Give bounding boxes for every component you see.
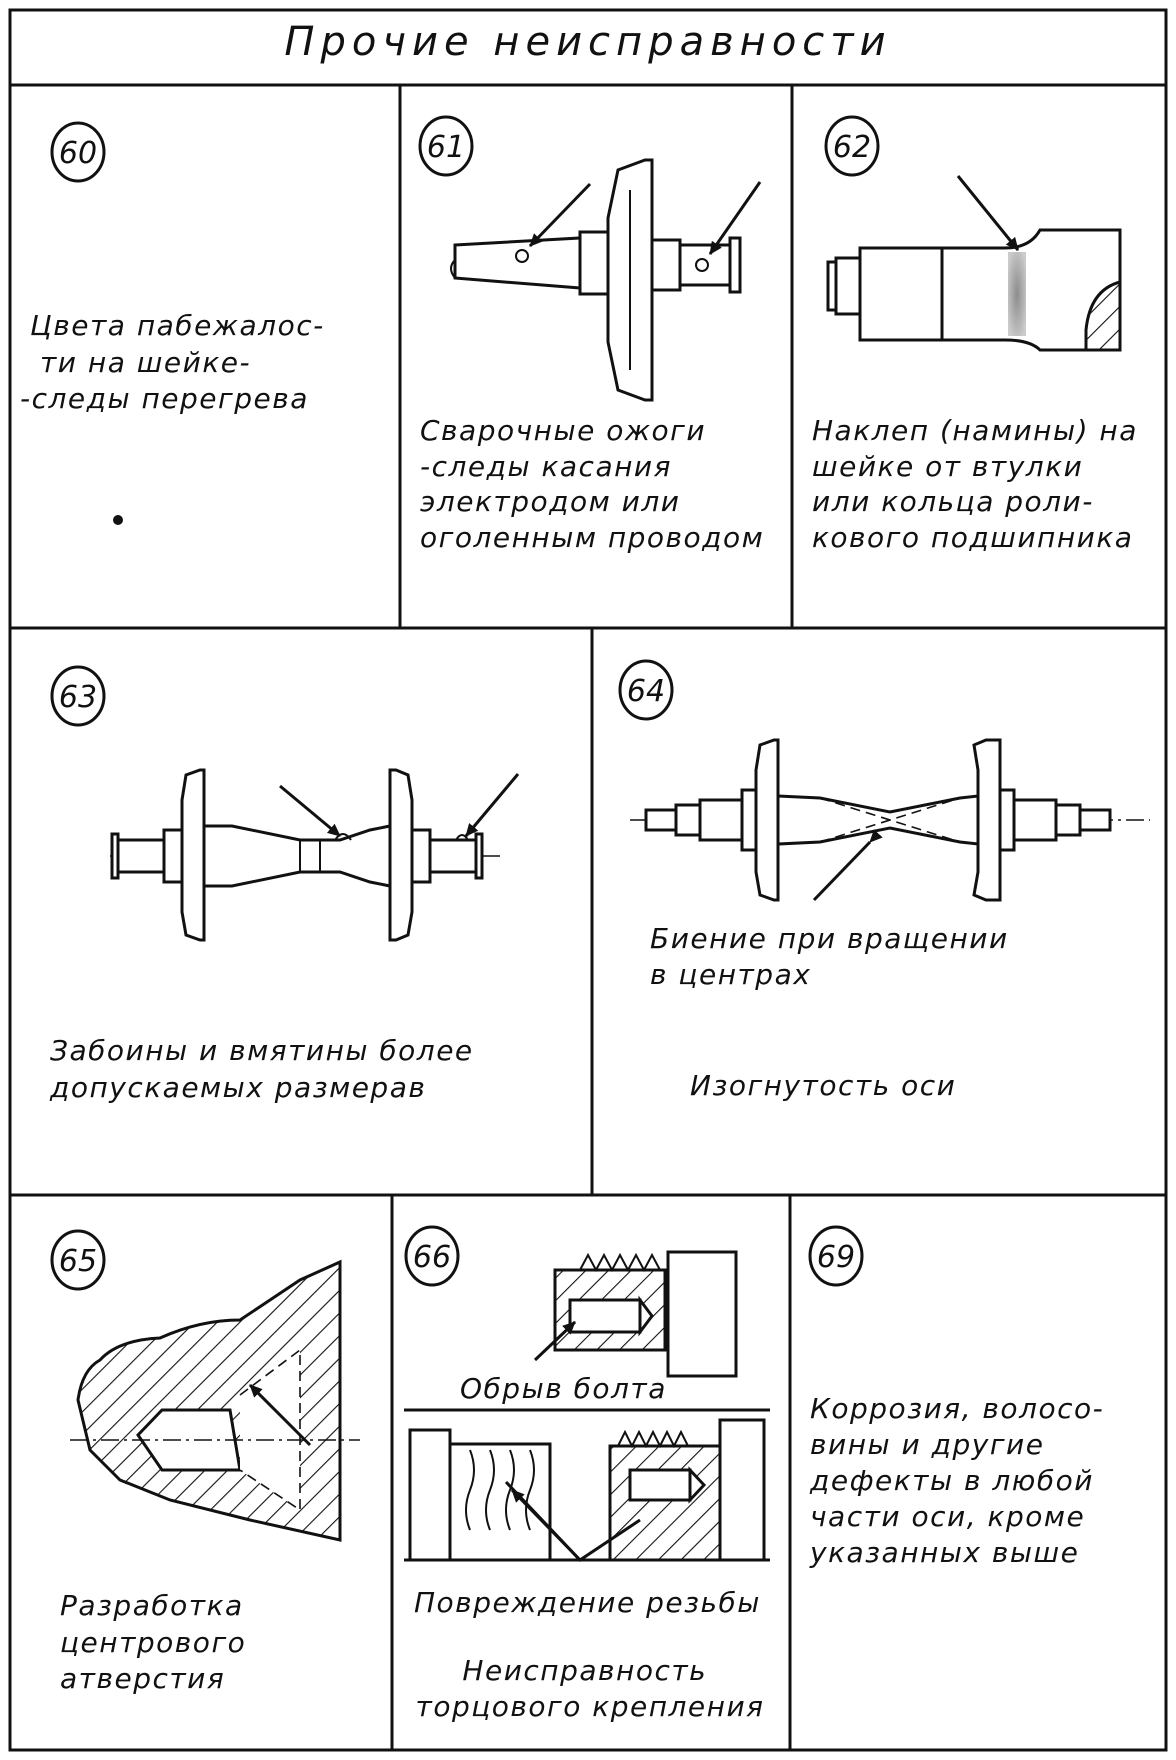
defect-number-badge xyxy=(50,665,106,727)
panel-65: 65 Разработка центрового атверстия xyxy=(50,1229,360,1695)
defect-number: 69 xyxy=(817,1240,855,1275)
defect-caption: Забоины и вмятины более допускаемых разм… xyxy=(49,1034,484,1104)
defect-number: 63 xyxy=(59,680,97,715)
thread-damage-note: Повреждение резьбы xyxy=(414,1586,761,1619)
panel-60: 60 Цвета пабежалос- ти на шейке- -следы … xyxy=(20,121,335,525)
panel-62: 62 Наклеп (намины) на шейке от втулки ил… xyxy=(812,115,1148,554)
defect-number-badge xyxy=(824,115,880,177)
defect-number: 66 xyxy=(413,1240,451,1275)
panel-63: 63 Забоины и вмятины более допускаемых р… xyxy=(49,665,520,1104)
page-title: Прочие неисправности xyxy=(284,19,891,65)
defect-number: 61 xyxy=(427,130,465,165)
panel-66: 66 Обрыв болта Повреждение xyxy=(404,1225,770,1723)
table-grid xyxy=(8,8,1168,1752)
wheelset-notch-diagram xyxy=(110,768,520,942)
broken-bolt-diagram xyxy=(533,1250,738,1378)
defect-caption: Цвета пабежалос- ти на шейке- -следы пер… xyxy=(20,309,335,415)
center-hole-wear-diagram xyxy=(70,1259,360,1542)
roller-bearing-dent-diagram xyxy=(826,175,1122,352)
defect-number: 62 xyxy=(833,130,871,165)
defect-number-badge xyxy=(50,121,106,183)
thread-damage-diagram xyxy=(404,1408,770,1562)
defect-number-badge xyxy=(50,1229,106,1291)
defect-number: 60 xyxy=(59,136,97,171)
panel-69: 69 Коррозия, волосо- вины и другие дефек… xyxy=(808,1225,1115,1569)
defect-number-badge xyxy=(404,1225,460,1287)
defect-number: 65 xyxy=(59,1244,97,1279)
defect-number: 64 xyxy=(627,674,665,709)
defect-caption: Коррозия, волосо- вины и другие дефекты … xyxy=(809,1392,1115,1569)
defect-caption: Изогнутость оси xyxy=(690,1069,956,1102)
panel-64: 64 Биение при вращении в центрах Изогнут… xyxy=(618,659,1150,1102)
ink-spot xyxy=(113,515,123,525)
defect-caption: Неисправность торцового крепления xyxy=(416,1654,765,1723)
defect-caption: Разработка центрового атверстия xyxy=(60,1589,257,1695)
welding-burn-diagram xyxy=(450,158,762,402)
defect-number-badge xyxy=(808,1225,864,1287)
defect-number-badge xyxy=(618,659,674,721)
defect-caption: Наклеп (намины) на шейке от втулки или к… xyxy=(812,414,1148,554)
defect-number-badge xyxy=(418,115,474,177)
panel-61: 61 Сварочные ожоги -следы касания электр… xyxy=(418,115,764,554)
defect-caption: Сварочные ожоги -следы касания электродо… xyxy=(420,414,764,554)
bent-axle-diagram xyxy=(630,738,1150,902)
runout-note: Биение при вращении в центрах xyxy=(650,922,1019,991)
broken-bolt-note: Обрыв болта xyxy=(460,1372,667,1405)
